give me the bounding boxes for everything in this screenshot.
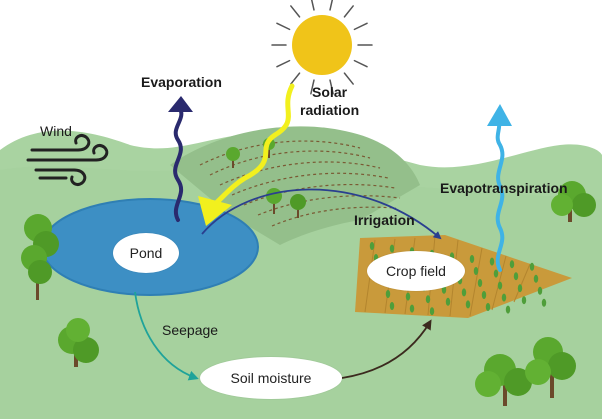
sun-ray (291, 6, 300, 17)
sun-ray (277, 61, 290, 67)
crop-plant (482, 291, 486, 299)
sun-ray (311, 0, 314, 10)
crop-plant (498, 282, 502, 290)
solar-label-line2: radiation (300, 101, 359, 119)
crop-plant (426, 295, 430, 303)
crop-plant (522, 296, 526, 304)
crop-plant (494, 270, 498, 278)
crop-plant (466, 300, 470, 308)
crop-plant (370, 242, 374, 250)
soil-moisture-bubble: Soil moisture (200, 357, 342, 399)
evaporation-label: Evaporation (141, 74, 222, 90)
evapotranspiration-label: Evapotranspiration (440, 180, 568, 196)
sun-ray (344, 6, 353, 17)
crop-plant (430, 307, 434, 315)
sun-ray (291, 73, 300, 84)
crop-plant (506, 306, 510, 314)
sun-ray (330, 0, 333, 10)
crop-plant (478, 279, 482, 287)
crop-plant (462, 288, 466, 296)
crop-plant (410, 305, 414, 313)
crop-plant (386, 290, 390, 298)
seepage-label: Seepage (162, 322, 218, 338)
crop-plant (538, 287, 542, 295)
sun-ray (277, 23, 290, 29)
crop-plant (502, 294, 506, 302)
crop-plant (406, 293, 410, 301)
soil-moisture-label: Soil moisture (231, 370, 312, 386)
crop-plant (474, 267, 478, 275)
crop-field-bubble: Crop field (367, 251, 465, 291)
crop-plant (518, 284, 522, 292)
solar-label-line1: Solar (300, 83, 359, 101)
crop-plant (542, 299, 546, 307)
irrigation-label: Irrigation (354, 212, 415, 228)
crop-field-label: Crop field (386, 263, 446, 279)
crop-plant (534, 275, 538, 283)
wind-label: Wind (40, 123, 72, 139)
pond-label: Pond (130, 245, 163, 261)
crop-plant (470, 255, 474, 263)
crop-plant (390, 302, 394, 310)
crop-plant (446, 298, 450, 306)
solar-radiation-label: Solar radiation (300, 83, 359, 119)
sun-icon (272, 0, 372, 94)
sun-ray (354, 61, 367, 67)
crop-plant (530, 263, 534, 271)
crop-plant (486, 303, 490, 311)
pond-bubble: Pond (113, 233, 179, 273)
crop-plant (510, 260, 514, 268)
crop-plant (390, 245, 394, 253)
crop-plant (490, 258, 494, 266)
crop-plant (514, 272, 518, 280)
sun-ray (354, 23, 367, 29)
